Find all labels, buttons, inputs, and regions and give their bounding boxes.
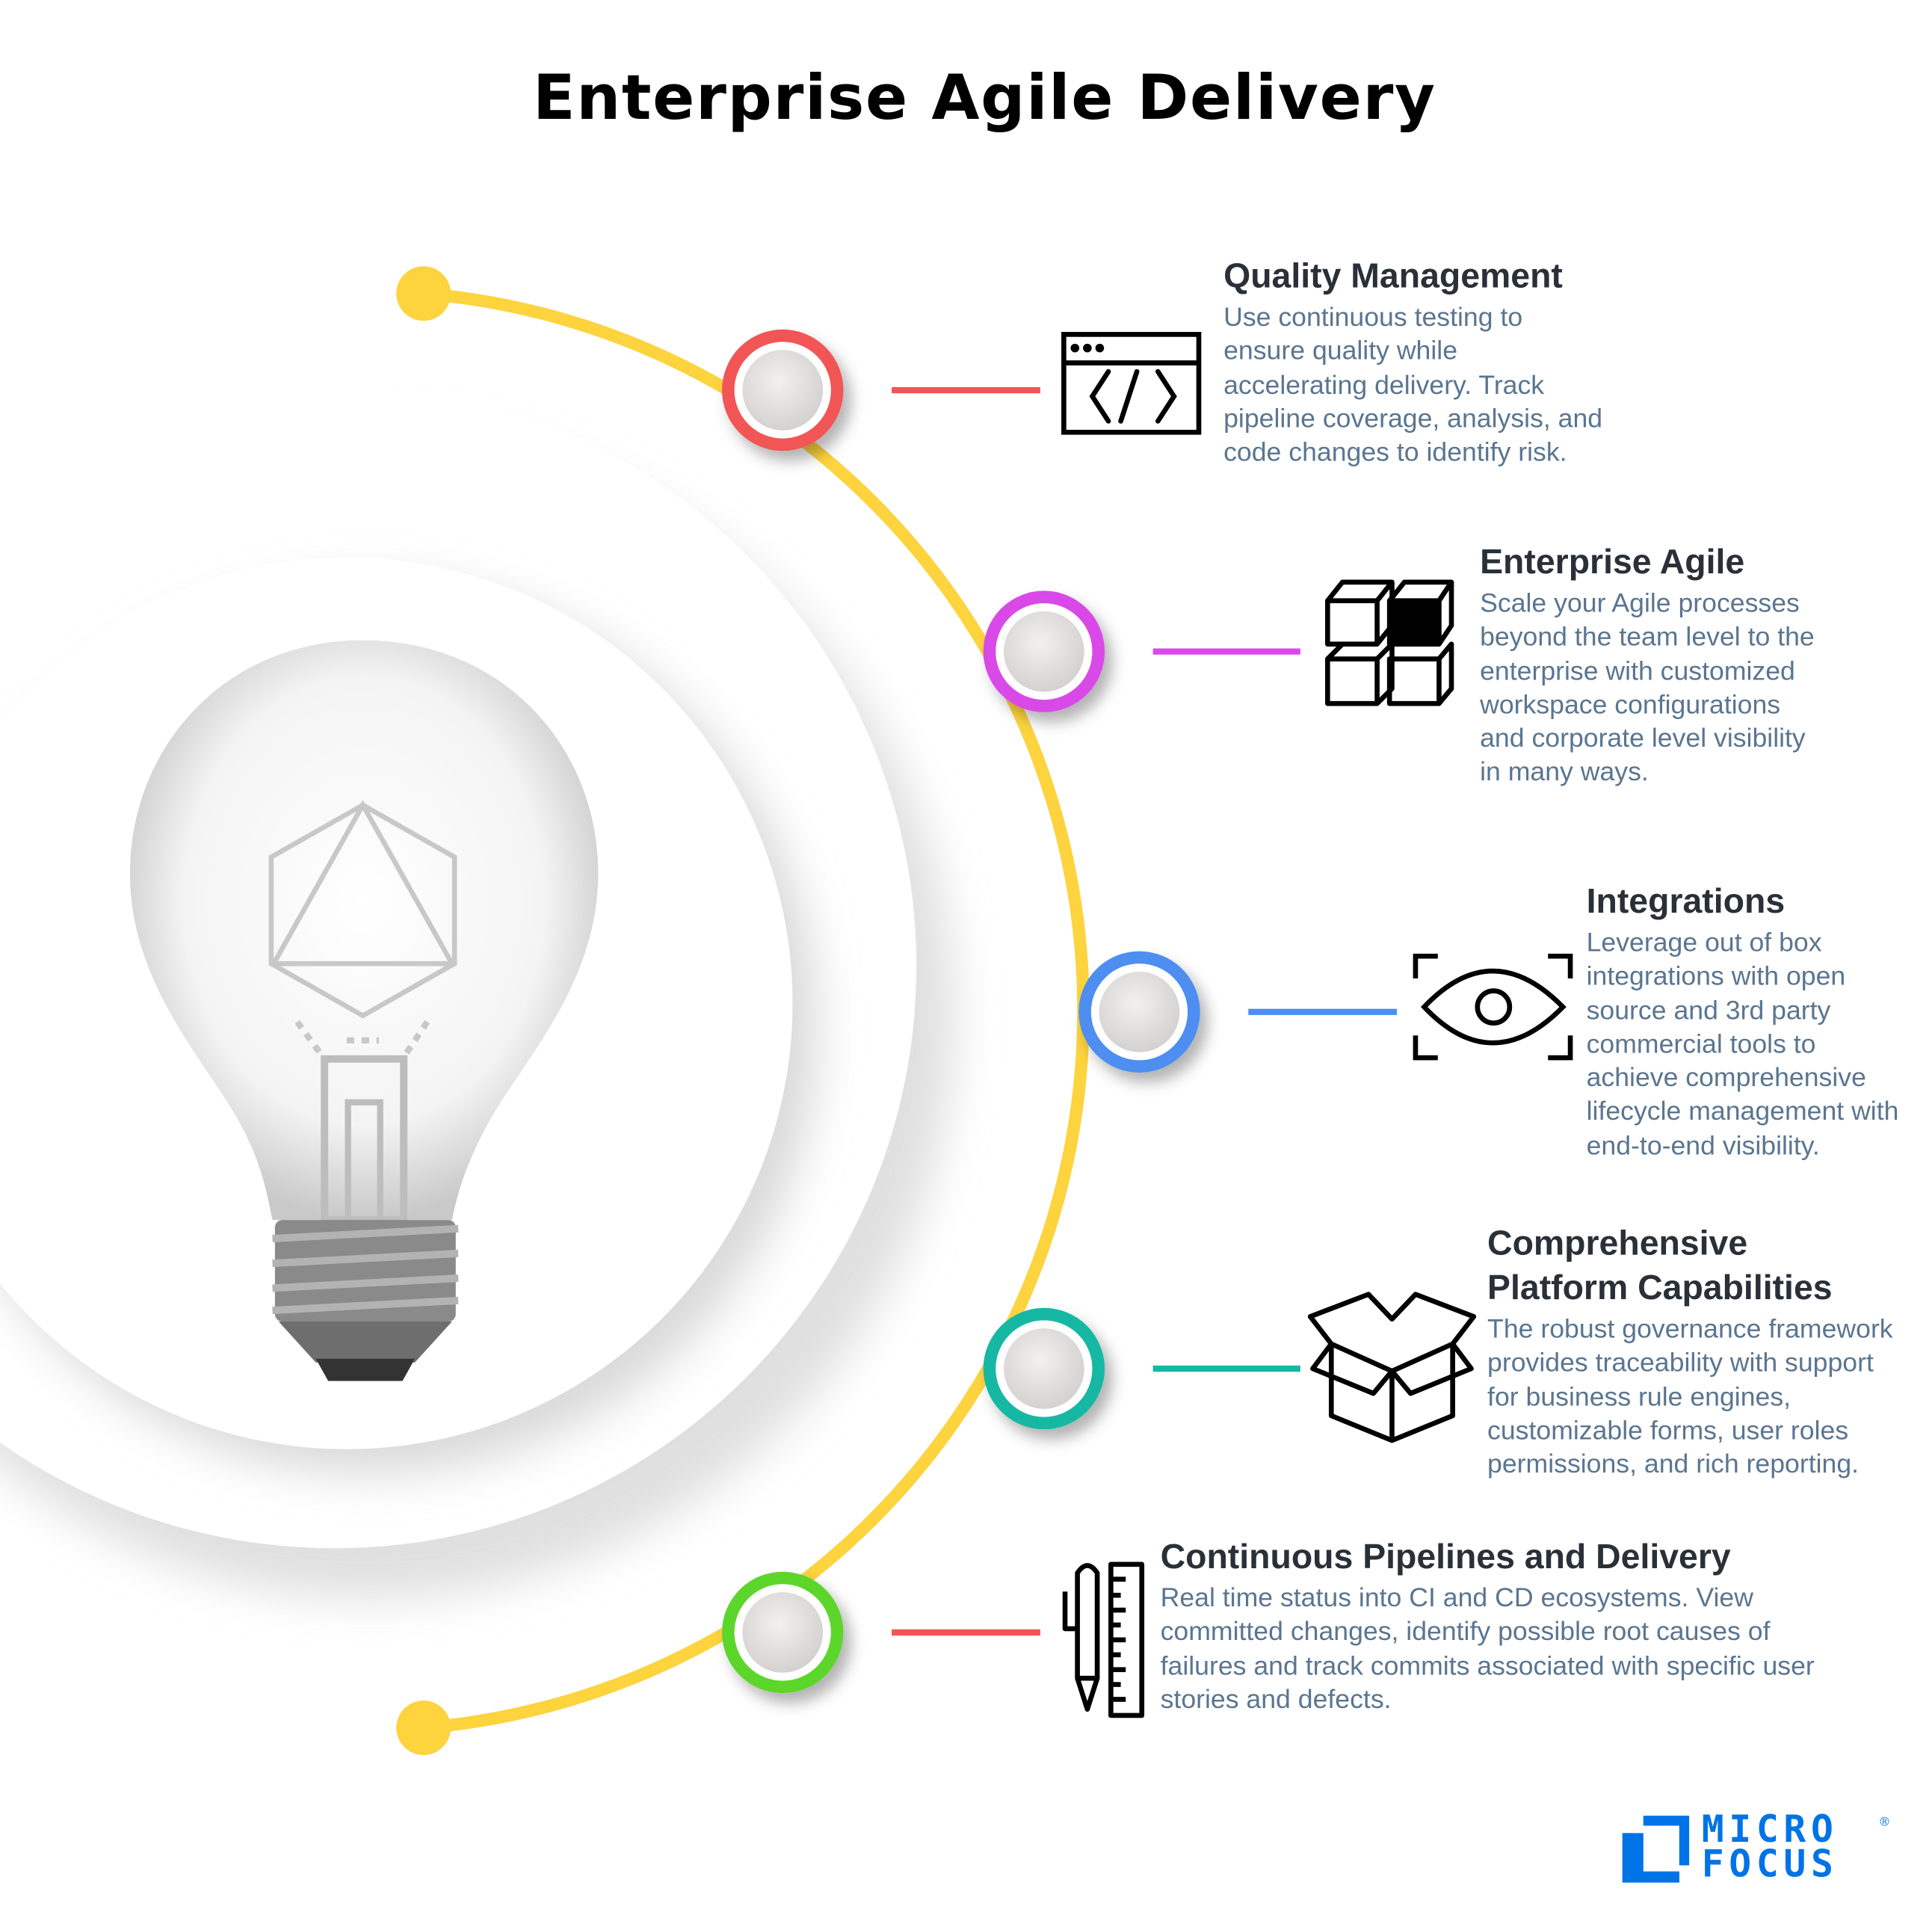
open-box-icon	[1307, 1292, 1477, 1443]
timeline-node-core-agile	[1000, 607, 1088, 696]
item-heading: Integrations	[1586, 881, 1786, 921]
timeline-node-core-platform	[1000, 1325, 1088, 1413]
timeline-node-core-pipelines	[738, 1588, 827, 1677]
lightbulb-icon	[129, 640, 599, 1381]
item-enterprise-agile: Enterprise Agile Scale your Agile proces…	[1480, 540, 1815, 789]
logo-mark	[1622, 1816, 1690, 1883]
item-heading: Quality Management	[1223, 256, 1563, 295]
pen-ruler-icon	[1062, 1561, 1145, 1718]
eye-scan-icon	[1413, 953, 1573, 1061]
arc-start-dot	[396, 266, 451, 321]
registered-mark: ®	[1880, 1816, 1889, 1830]
cubes-icon	[1324, 579, 1454, 706]
item-body: Real time status into CI and CD ecosyste…	[1160, 1582, 1815, 1715]
arc-end-dot	[396, 1701, 451, 1755]
code-window-icon	[1061, 332, 1202, 435]
item-heading: Continuous Pipelines and Delivery	[1160, 1537, 1731, 1576]
item-quality-management: Quality Management Use continuous testin…	[1223, 254, 1602, 470]
page-title: Enterprise Agile Delivery	[532, 61, 1436, 134]
item-continuous-pipelines: Continuous Pipelines and Delivery Real t…	[1161, 1535, 1815, 1717]
timeline-node-core-quality	[738, 346, 827, 434]
timeline-node-core-integrations	[1095, 967, 1184, 1056]
item-heading: Enterprise Agile	[1480, 542, 1745, 582]
